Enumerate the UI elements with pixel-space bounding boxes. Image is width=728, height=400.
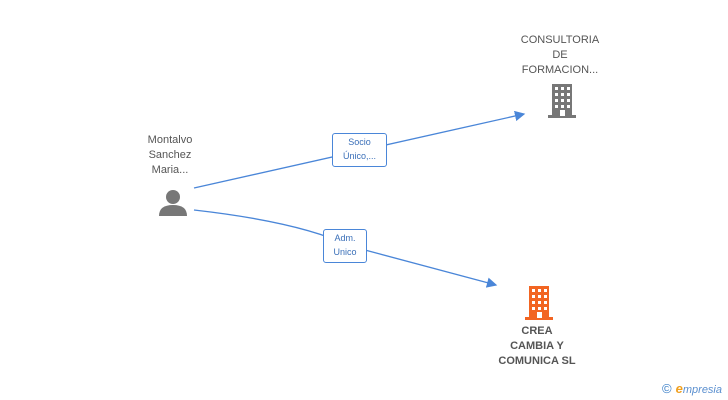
edge2-line-2: Unico [333, 247, 357, 257]
edge-label-socio[interactable]: Socio Único,... [332, 133, 387, 167]
person-icon[interactable] [158, 188, 188, 218]
copyright-icon: © [662, 381, 672, 396]
edge1-line-2: Único,... [342, 151, 376, 161]
company-main-line-2: CAMBIA Y [510, 340, 564, 352]
company-top-label[interactable]: CONSULTORIA DE FORMACION... [505, 33, 615, 78]
brand-name: mpresia [682, 384, 722, 396]
company-top-line-2: DE [552, 49, 568, 61]
building-icon-main[interactable] [523, 286, 555, 320]
company-main-label[interactable]: CREA CAMBIA Y COMUNICA SL [482, 324, 592, 369]
company-top-line-1: CONSULTORIA [520, 34, 600, 46]
brand-watermark: ©empresia [662, 381, 722, 396]
company-top-line-3: FORMACION... [521, 64, 599, 76]
person-name-line-3: Maria... [151, 164, 189, 176]
edge2-line-1: Adm. [334, 233, 356, 243]
building-icon[interactable] [546, 84, 578, 118]
brand-initial: e [675, 381, 683, 396]
edge1-line-1: Socio [348, 137, 371, 147]
company-main-line-3: COMUNICA SL [498, 355, 576, 367]
edge-label-adm[interactable]: Adm. Unico [323, 229, 367, 263]
person-name-label[interactable]: Montalvo Sanchez Maria... [130, 133, 210, 178]
person-name-line-2: Sanchez [148, 149, 192, 161]
person-name-line-1: Montalvo [147, 134, 193, 146]
company-main-line-1: CREA [521, 325, 553, 337]
